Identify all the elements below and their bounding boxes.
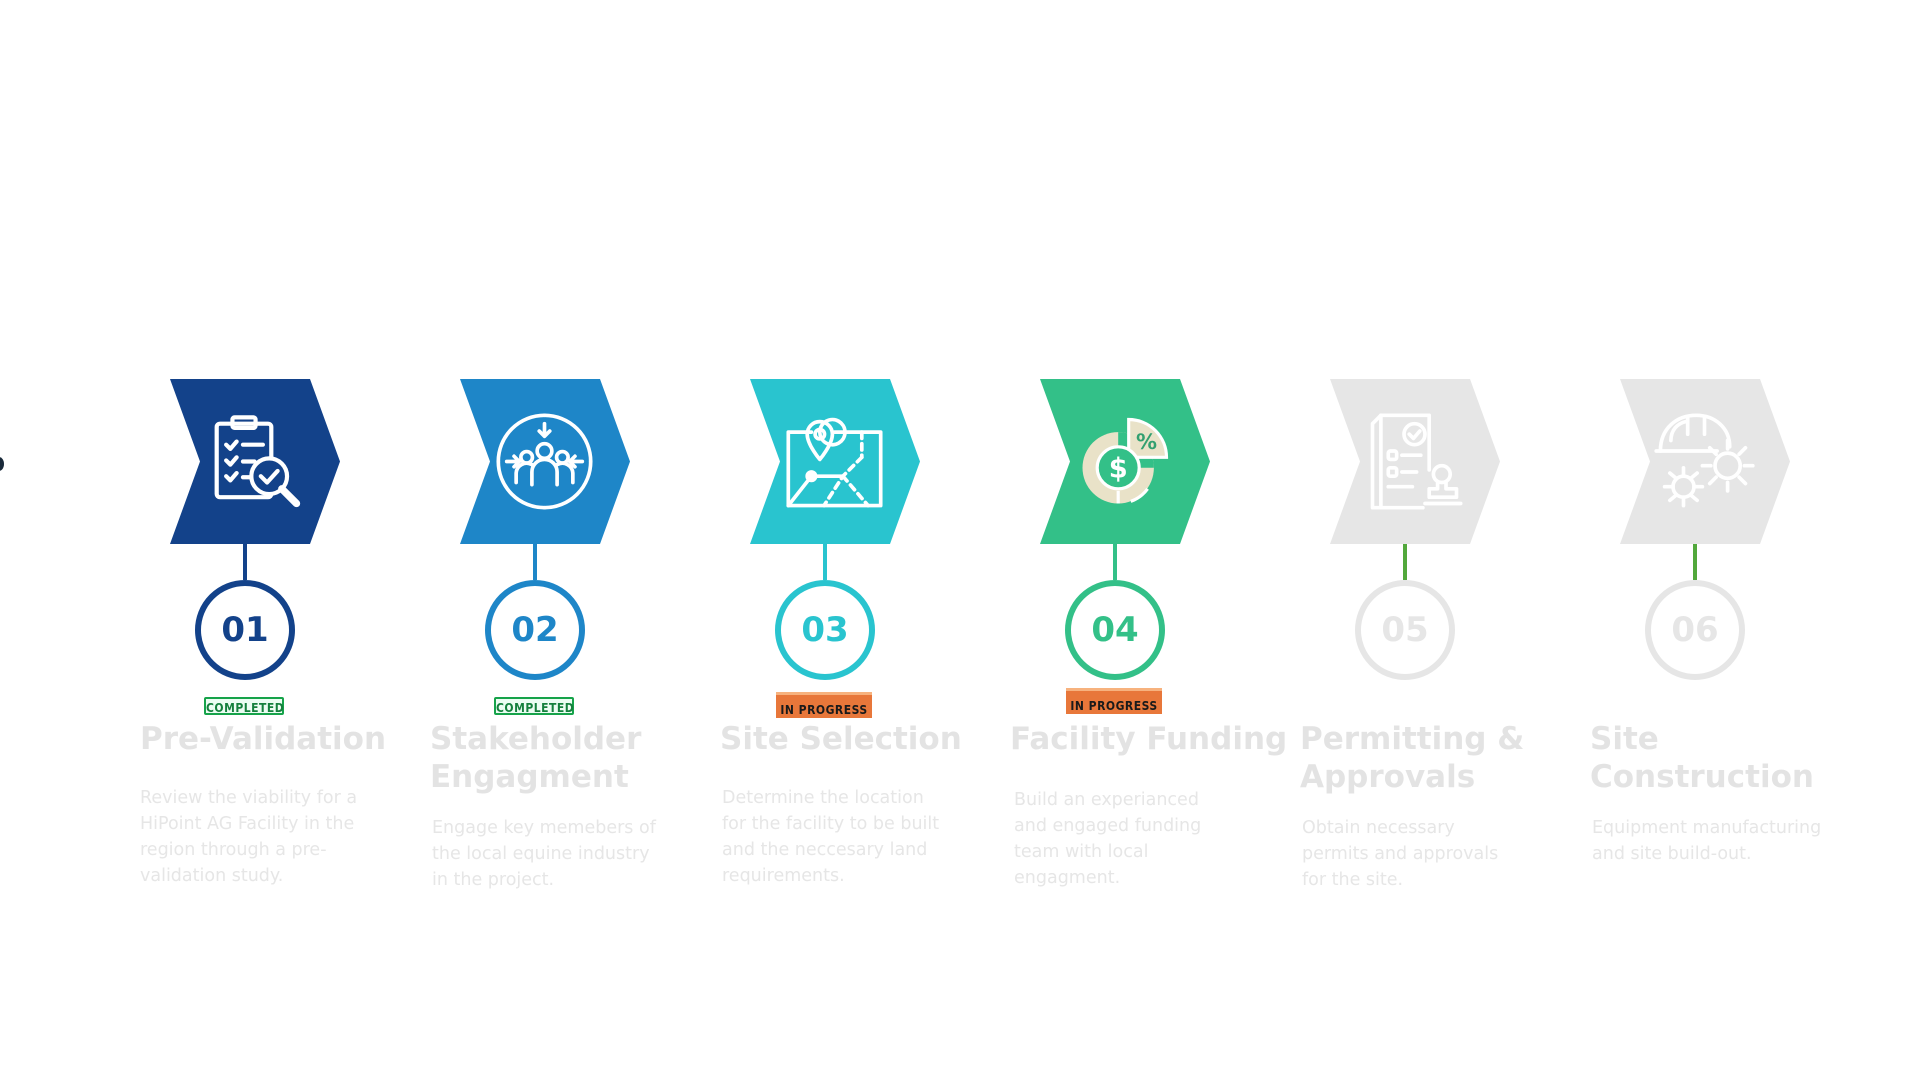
step-1-connector bbox=[243, 544, 247, 580]
map-pin-icon bbox=[786, 417, 883, 508]
step-2-description: Engage key memebers of the local equine … bbox=[432, 818, 656, 890]
step-3-number: 03 bbox=[775, 580, 875, 680]
step-4-status-badge: IN PROGRESS bbox=[1066, 688, 1162, 714]
step-4-number: 04 bbox=[1065, 580, 1165, 680]
step-2-connector bbox=[533, 544, 537, 580]
step-6-chevron bbox=[1620, 379, 1790, 544]
step-6: 06 Site Construction Equipment manufactu… bbox=[1590, 0, 1880, 1080]
step-3-description: Determine the location for the facility … bbox=[722, 788, 940, 886]
step-4-description: Build an experianced and engaged funding… bbox=[1014, 790, 1202, 888]
step-4-title: Facility Funding bbox=[1010, 721, 1288, 757]
step-5-description: Obtain necessary permits and approvals f… bbox=[1302, 818, 1499, 890]
step-1: 01 COMPLETED Pre-Validation Review the v… bbox=[140, 0, 430, 1080]
step-5-connector bbox=[1403, 544, 1407, 580]
step-6-title: Site Construction bbox=[1590, 721, 1814, 795]
svg-text:%: % bbox=[1136, 430, 1157, 454]
step-3-chevron bbox=[750, 379, 920, 544]
hardhat-gears-icon bbox=[1654, 413, 1755, 508]
step-5: 05 Permitting & Approvals Obtain necessa… bbox=[1300, 0, 1590, 1080]
step-1-description: Review the viability for a HiPoint AG Fa… bbox=[140, 788, 358, 886]
step-4-connector bbox=[1113, 544, 1117, 580]
step-1-status-badge: COMPLETED bbox=[204, 697, 284, 715]
clipboard-magnifier-icon bbox=[214, 415, 301, 508]
document-stamp-icon bbox=[1370, 413, 1463, 510]
step-6-connector bbox=[1693, 544, 1697, 580]
step-2-title: Stakeholder Engagment bbox=[430, 721, 642, 795]
step-3-connector bbox=[823, 544, 827, 580]
step-3-title: Site Selection bbox=[720, 721, 962, 757]
step-1-number: 01 bbox=[195, 580, 295, 680]
step-4: % $ 04 IN PROGRESS Facility Funding Buil… bbox=[1010, 0, 1300, 1080]
dollar-pie-chart-icon: % $ bbox=[1082, 417, 1169, 504]
step-5-title: Permitting & Approvals bbox=[1300, 721, 1525, 795]
edge-marker bbox=[0, 457, 4, 471]
step-3: 03 IN PROGRESS Site Selection Determine … bbox=[720, 0, 1010, 1080]
team-cycle-icon bbox=[496, 413, 593, 510]
step-2-number: 02 bbox=[485, 580, 585, 680]
step-6-description: Equipment manufacturing and site build-o… bbox=[1592, 818, 1822, 864]
step-2: 02 COMPLETED Stakeholder Engagment Engag… bbox=[430, 0, 720, 1080]
step-2-chevron bbox=[460, 379, 630, 544]
step-6-number: 06 bbox=[1645, 580, 1745, 680]
step-3-status-badge: IN PROGRESS bbox=[776, 692, 872, 718]
svg-text:$: $ bbox=[1109, 453, 1128, 484]
step-4-chevron: % $ bbox=[1040, 379, 1210, 544]
step-2-status-badge: COMPLETED bbox=[494, 697, 574, 715]
step-5-number: 05 bbox=[1355, 580, 1455, 680]
step-1-chevron bbox=[170, 379, 340, 544]
step-5-chevron bbox=[1330, 379, 1500, 544]
step-1-title: Pre-Validation bbox=[140, 721, 387, 757]
